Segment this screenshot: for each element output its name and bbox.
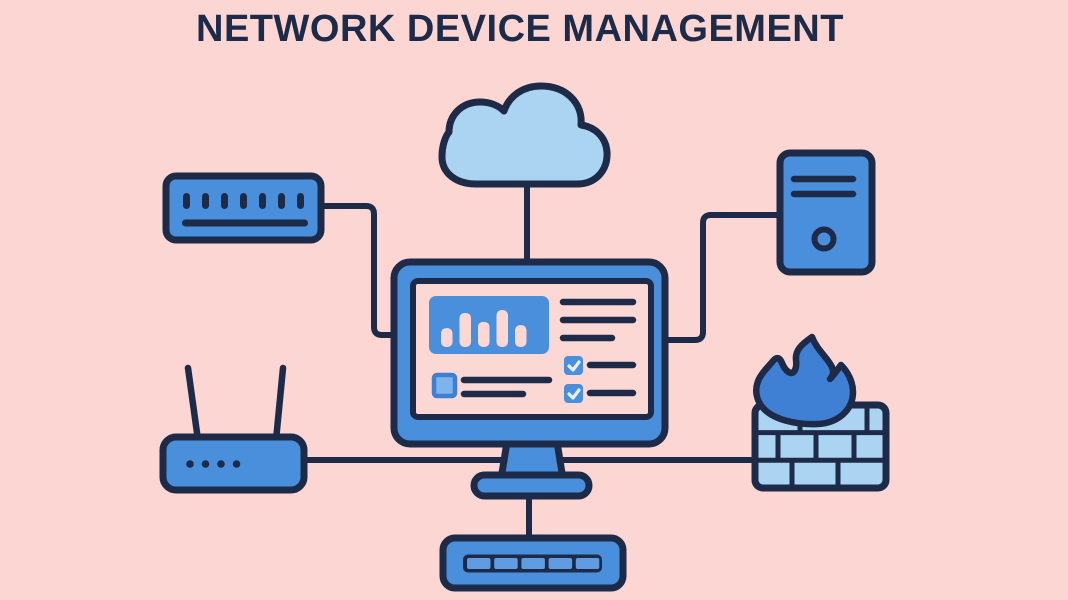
- switch-port: [494, 558, 518, 569]
- router-led-dot: [186, 460, 194, 468]
- checkbox-checked: [564, 384, 583, 403]
- firewall-mortar-lines: [755, 405, 886, 488]
- monitor-stand-base: [470, 471, 593, 500]
- router-antenna-left: [184, 364, 202, 444]
- server-power-button: [811, 226, 837, 252]
- monitoring-dashboard-icon: [390, 258, 669, 448]
- monitor-stand: [470, 438, 593, 500]
- chart-bar: [459, 312, 471, 347]
- router-led-dot: [201, 460, 210, 468]
- chart-bar: [496, 310, 508, 347]
- router-antenna-right: [272, 364, 287, 444]
- network-switch-ports: [467, 558, 600, 569]
- checkbox-checked: [564, 356, 583, 375]
- network-switch-icon: [439, 534, 627, 592]
- pending-item: [431, 372, 553, 399]
- server-link-line: [661, 212, 785, 343]
- switch-port: [521, 558, 545, 569]
- switch-port: [467, 558, 491, 569]
- status-list: [559, 298, 637, 342]
- port-slot: [259, 193, 266, 209]
- router-led-dot: [217, 460, 225, 468]
- switch-port: [548, 558, 573, 569]
- patch-panel-ports: [183, 193, 304, 209]
- patch-panel-bar: [182, 219, 308, 227]
- router-led-dot: [232, 460, 241, 468]
- router-leds: [186, 460, 241, 468]
- chart-bar: [441, 328, 453, 347]
- cloud-shape: [438, 82, 611, 188]
- wifi-router-icon: [159, 364, 308, 494]
- cloud-icon: [438, 82, 611, 188]
- firewall-icon: [751, 333, 890, 492]
- port-slot: [221, 193, 228, 209]
- mini-bar-chart: [441, 310, 527, 347]
- port-slot: [240, 193, 247, 209]
- chart-bar: [515, 325, 527, 347]
- check-icon: [567, 388, 581, 400]
- chart-bar: [478, 321, 490, 347]
- flame-icon: [753, 333, 857, 428]
- patch-panel-icon: [162, 172, 325, 244]
- port-slot: [183, 193, 190, 209]
- switch-port: [575, 558, 600, 569]
- page-title: NETWORK DEVICE MANAGEMENT: [196, 8, 844, 50]
- check-icon: [567, 360, 581, 372]
- checklist-item-1: [564, 356, 637, 375]
- checklist-item-2: [564, 384, 637, 403]
- port-slot: [278, 193, 285, 209]
- port-slot: [297, 193, 304, 209]
- server-body: [776, 149, 876, 276]
- port-slot: [202, 193, 209, 209]
- patch-panel-link-line: [318, 203, 399, 338]
- server-tower-icon: [776, 149, 876, 276]
- checkbox-unchecked: [431, 372, 458, 399]
